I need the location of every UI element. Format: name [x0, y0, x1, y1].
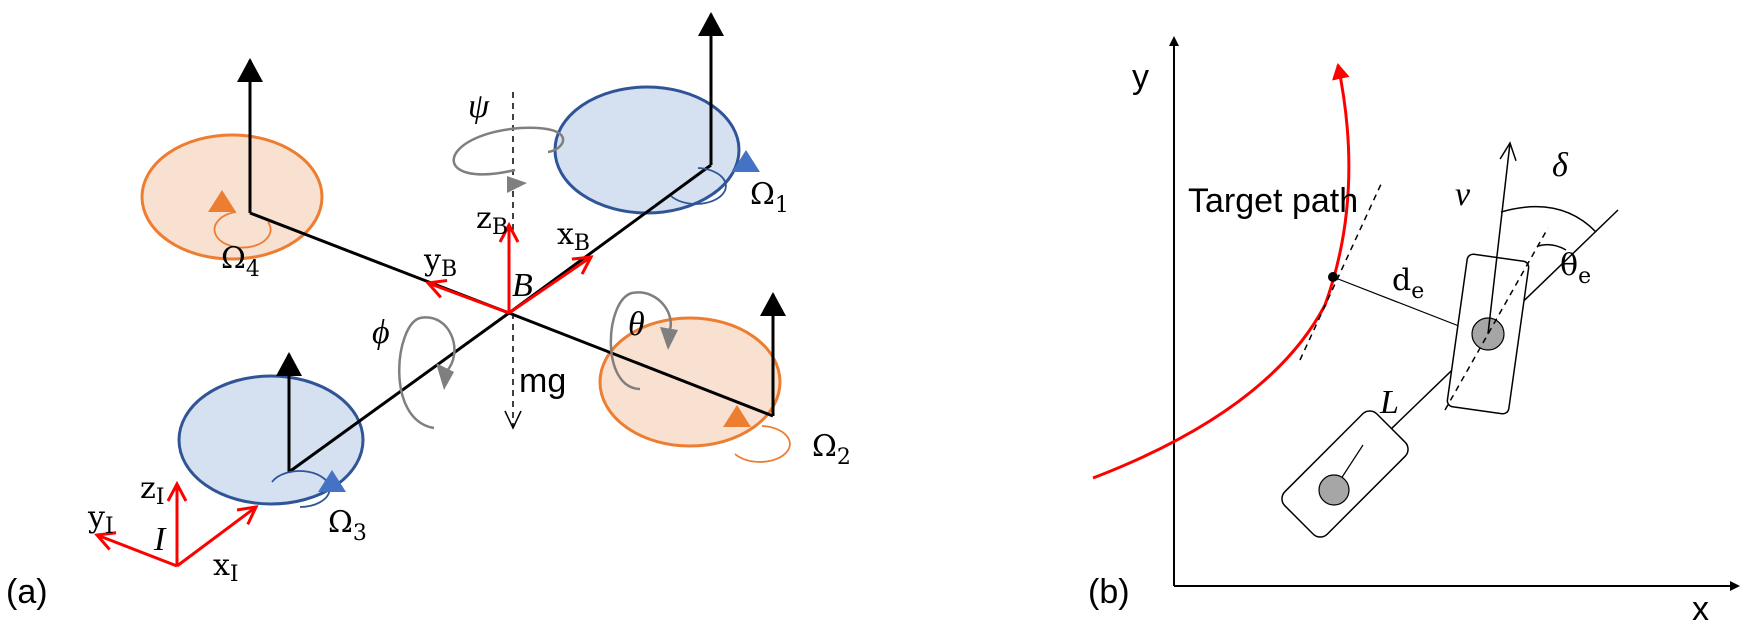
rear-wheel-box: [1281, 410, 1409, 538]
rotor-3-disc: [177, 374, 365, 506]
theta-label: θ: [628, 306, 645, 343]
inertial-frame-xI-arrow: [176, 507, 256, 568]
rotor-2-disc: [598, 316, 782, 448]
velocity-arrow: [1487, 141, 1517, 335]
xI-label: xI: [213, 548, 239, 587]
spin-arc-1: [670, 167, 727, 205]
velocity-label: v: [1455, 176, 1471, 213]
heading-dashed-line: [1444, 227, 1549, 411]
inertial-frame-yI-arrow: [97, 535, 178, 568]
zB-label: zB: [476, 201, 508, 240]
omega-1-label: Ω1: [750, 177, 789, 218]
inertial-origin-label: I: [153, 521, 167, 558]
rotor-3-direction-icon: [318, 470, 346, 492]
heading-error-arc: [1537, 243, 1567, 251]
omega-3-label: Ω3: [328, 505, 367, 546]
panel-a-tag: (a): [6, 573, 48, 611]
target-path-label: Target path: [1188, 182, 1358, 220]
steering-angle-label: δ: [1552, 147, 1569, 184]
psi-label: ψ: [468, 88, 490, 125]
rotor-2-direction-icon: [723, 405, 751, 427]
arm-3: [288, 311, 510, 474]
zI-label: zI: [140, 471, 165, 510]
theta-arrow-icon: [660, 327, 678, 350]
rear-wheel-hub: [1318, 474, 1350, 506]
theta-rotation-arc: [609, 291, 673, 391]
arm-2: [508, 311, 774, 418]
spin-arc-2: [734, 425, 791, 463]
steering-angle-arc: [1500, 205, 1597, 233]
wheelbase-label: L: [1379, 384, 1399, 421]
spin-arc-3: [271, 470, 331, 508]
body-origin-label: B: [512, 267, 533, 304]
spin-arc-4: [213, 211, 272, 249]
omega-4-label: Ω4: [221, 241, 260, 282]
phi-arrow-icon: [436, 363, 454, 390]
rotor-4-disc: [140, 133, 324, 261]
body-frame-yB-arrow: [428, 283, 510, 315]
x-axis-label: x: [1692, 590, 1709, 626]
rotor-1-direction-icon: [732, 150, 760, 172]
panel-b: y x Target path de v δ θe L (b): [1088, 36, 1740, 626]
target-path-curve: [1092, 63, 1351, 480]
panel-b-tag: (b): [1088, 573, 1130, 611]
psi-rotation-arc: [452, 126, 565, 176]
body-frame-xB-arrow: [508, 257, 591, 315]
yB-label: yB: [423, 243, 457, 282]
phi-rotation-arc: [398, 316, 456, 430]
xB-label: xB: [557, 217, 590, 256]
lateral-error-label: de: [1392, 263, 1424, 304]
y-axis-label: y: [1132, 58, 1149, 96]
mg-label: mg: [519, 362, 566, 400]
heading-error-label: θe: [1560, 248, 1591, 289]
panel-a: Ω4 Ω1 Ω2 Ω3 mg ψ ϕ θ B zB xB yB I zI y: [6, 12, 851, 611]
omega-2-label: Ω2: [812, 429, 851, 470]
phi-label: ϕ: [372, 314, 390, 351]
yI-label: yI: [87, 500, 114, 539]
rotor-4-direction-icon: [208, 190, 236, 212]
psi-arrow-icon: [507, 176, 527, 193]
